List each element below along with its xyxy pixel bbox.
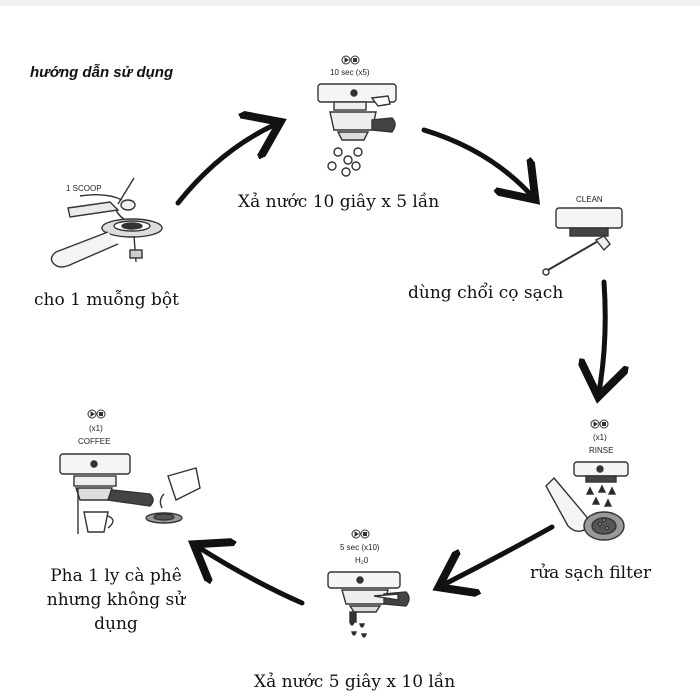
coffee-label: Pha 1 ly cà phê nhưng không sử dụng [36, 564, 196, 636]
flush10-illustration [317, 83, 397, 177]
clean-label: dùng chổi cọ sạch [408, 283, 564, 303]
cycle-arrows [175, 124, 605, 606]
rinse-count: (x1) [593, 433, 607, 442]
top-bar [0, 0, 700, 6]
flush10-caption: 10 sec (x5) [330, 68, 370, 77]
coffee-caption: COFFEE [78, 437, 111, 446]
rinse-illustration [545, 461, 629, 541]
play-stop-icon [590, 419, 609, 429]
arrow-flush5-to-coffee [198, 547, 305, 606]
scoop-label: cho 1 muỗng bột [34, 290, 179, 310]
rinse-caption: RINSE [589, 446, 614, 455]
page-title: hướng dẫn sử dụng [30, 64, 174, 81]
coffee-count: (x1) [89, 424, 103, 433]
flush5-caption: 5 sec (x10) [340, 543, 380, 552]
flush5-label: Xả nước 5 giây x 10 lần [254, 672, 456, 692]
coffee-label-line1: Pha 1 ly cà phê [50, 566, 182, 586]
arrow-scoop-to-flush10 [175, 124, 276, 206]
arrow-rinse-to-flush5 [443, 524, 555, 585]
play-stop-icon [341, 55, 360, 65]
clean-illustration [542, 207, 623, 276]
play-stop-icon [351, 529, 370, 539]
flush5-subcaption: H₂0 [355, 556, 369, 565]
play-stop-icon [87, 409, 106, 419]
coffee-label-line2: nhưng không sử [46, 590, 186, 610]
arrow-clean-to-rinse [599, 279, 605, 392]
scoop-illustration [50, 177, 163, 268]
flush10-label: Xả nước 10 giây x 5 lần [238, 192, 440, 212]
arrow-flush10-to-clean [421, 127, 532, 196]
flush5-illustration [327, 571, 410, 638]
clean-caption: CLEAN [576, 195, 603, 204]
rinse-label: rửa sạch filter [530, 563, 652, 583]
scoop-caption: 1 SCOOP [66, 184, 102, 193]
coffee-label-line3: dụng [94, 614, 138, 634]
coffee-illustration [59, 453, 201, 534]
